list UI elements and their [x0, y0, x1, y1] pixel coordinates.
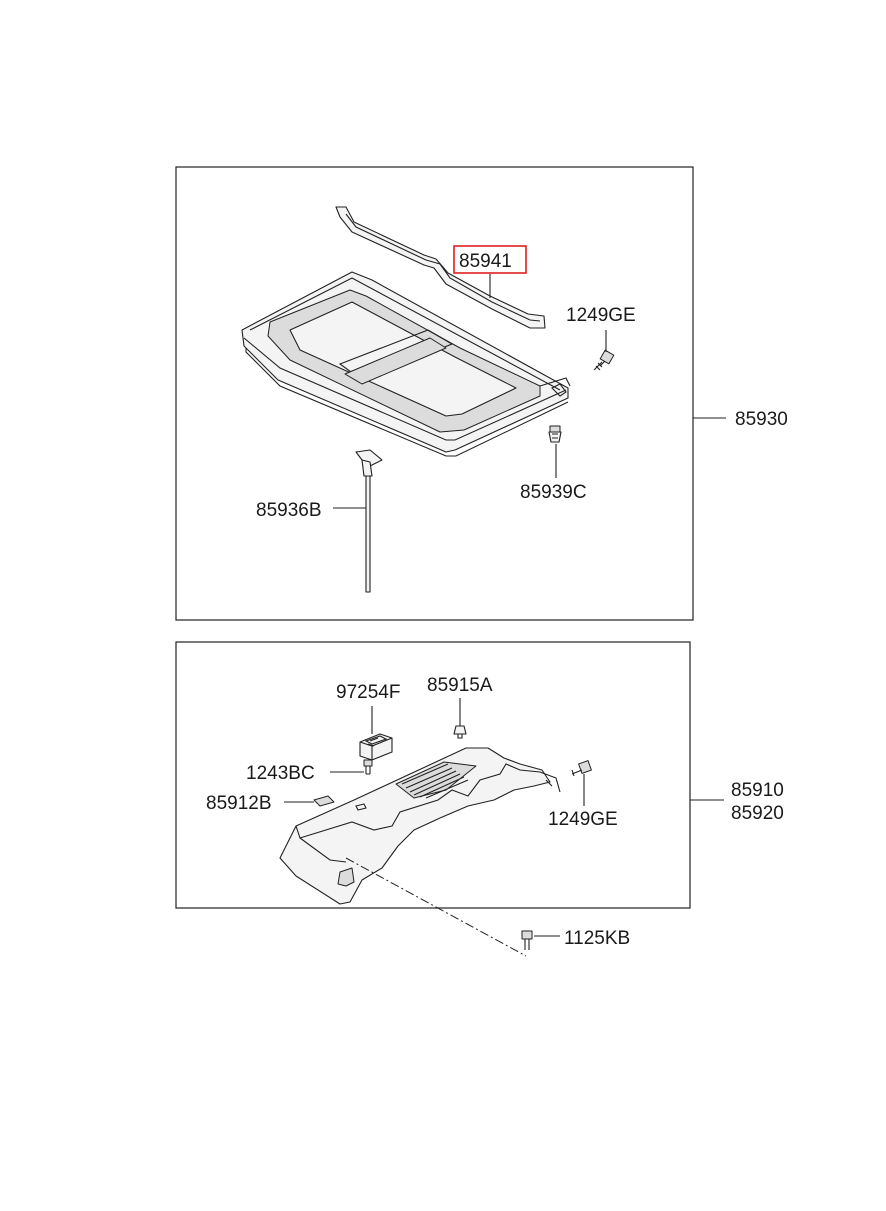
- label-1125kb[interactable]: 1125KB: [564, 928, 630, 949]
- label-85930[interactable]: 85930: [735, 409, 788, 430]
- leader-lines-top: [333, 274, 726, 509]
- label-85912b[interactable]: 85912B: [206, 793, 272, 814]
- label-85915a[interactable]: 85915A: [427, 675, 493, 696]
- part-85910-trunk-trim[interactable]: [279, 747, 561, 905]
- part-1243bc-screw[interactable]: [363, 759, 373, 775]
- label-1249ge-top[interactable]: 1249GE: [566, 305, 636, 326]
- label-85941[interactable]: 85941: [459, 251, 512, 272]
- label-85920[interactable]: 85920: [731, 803, 784, 824]
- part-1249ge-screw-top[interactable]: [593, 349, 615, 371]
- part-85915a-clip[interactable]: [453, 725, 467, 739]
- label-85939c[interactable]: 85939C: [520, 482, 587, 503]
- leader-lines-bottom: [284, 698, 724, 957]
- label-1243bc[interactable]: 1243BC: [246, 763, 315, 784]
- label-1249ge-bottom[interactable]: 1249GE: [548, 809, 618, 830]
- part-1249ge-screw-bottom[interactable]: [571, 760, 592, 777]
- part-97254f-module[interactable]: [359, 733, 393, 761]
- label-85910[interactable]: 85910: [731, 780, 784, 801]
- part-85930-package-tray[interactable]: [241, 271, 571, 457]
- part-1125kb-screw[interactable]: [521, 930, 533, 950]
- lower-assembly-frame: [175, 641, 691, 909]
- part-85941-bar[interactable]: [335, 206, 546, 329]
- upper-assembly-frame: [175, 166, 694, 621]
- part-85936b-support-rod[interactable]: [355, 449, 383, 593]
- part-85912b-bracket[interactable]: [313, 795, 335, 807]
- label-97254f[interactable]: 97254F: [336, 682, 400, 703]
- highlight-box-85941: [453, 245, 527, 274]
- label-85936b[interactable]: 85936B: [256, 500, 322, 521]
- part-85939c-clip[interactable]: [548, 425, 562, 443]
